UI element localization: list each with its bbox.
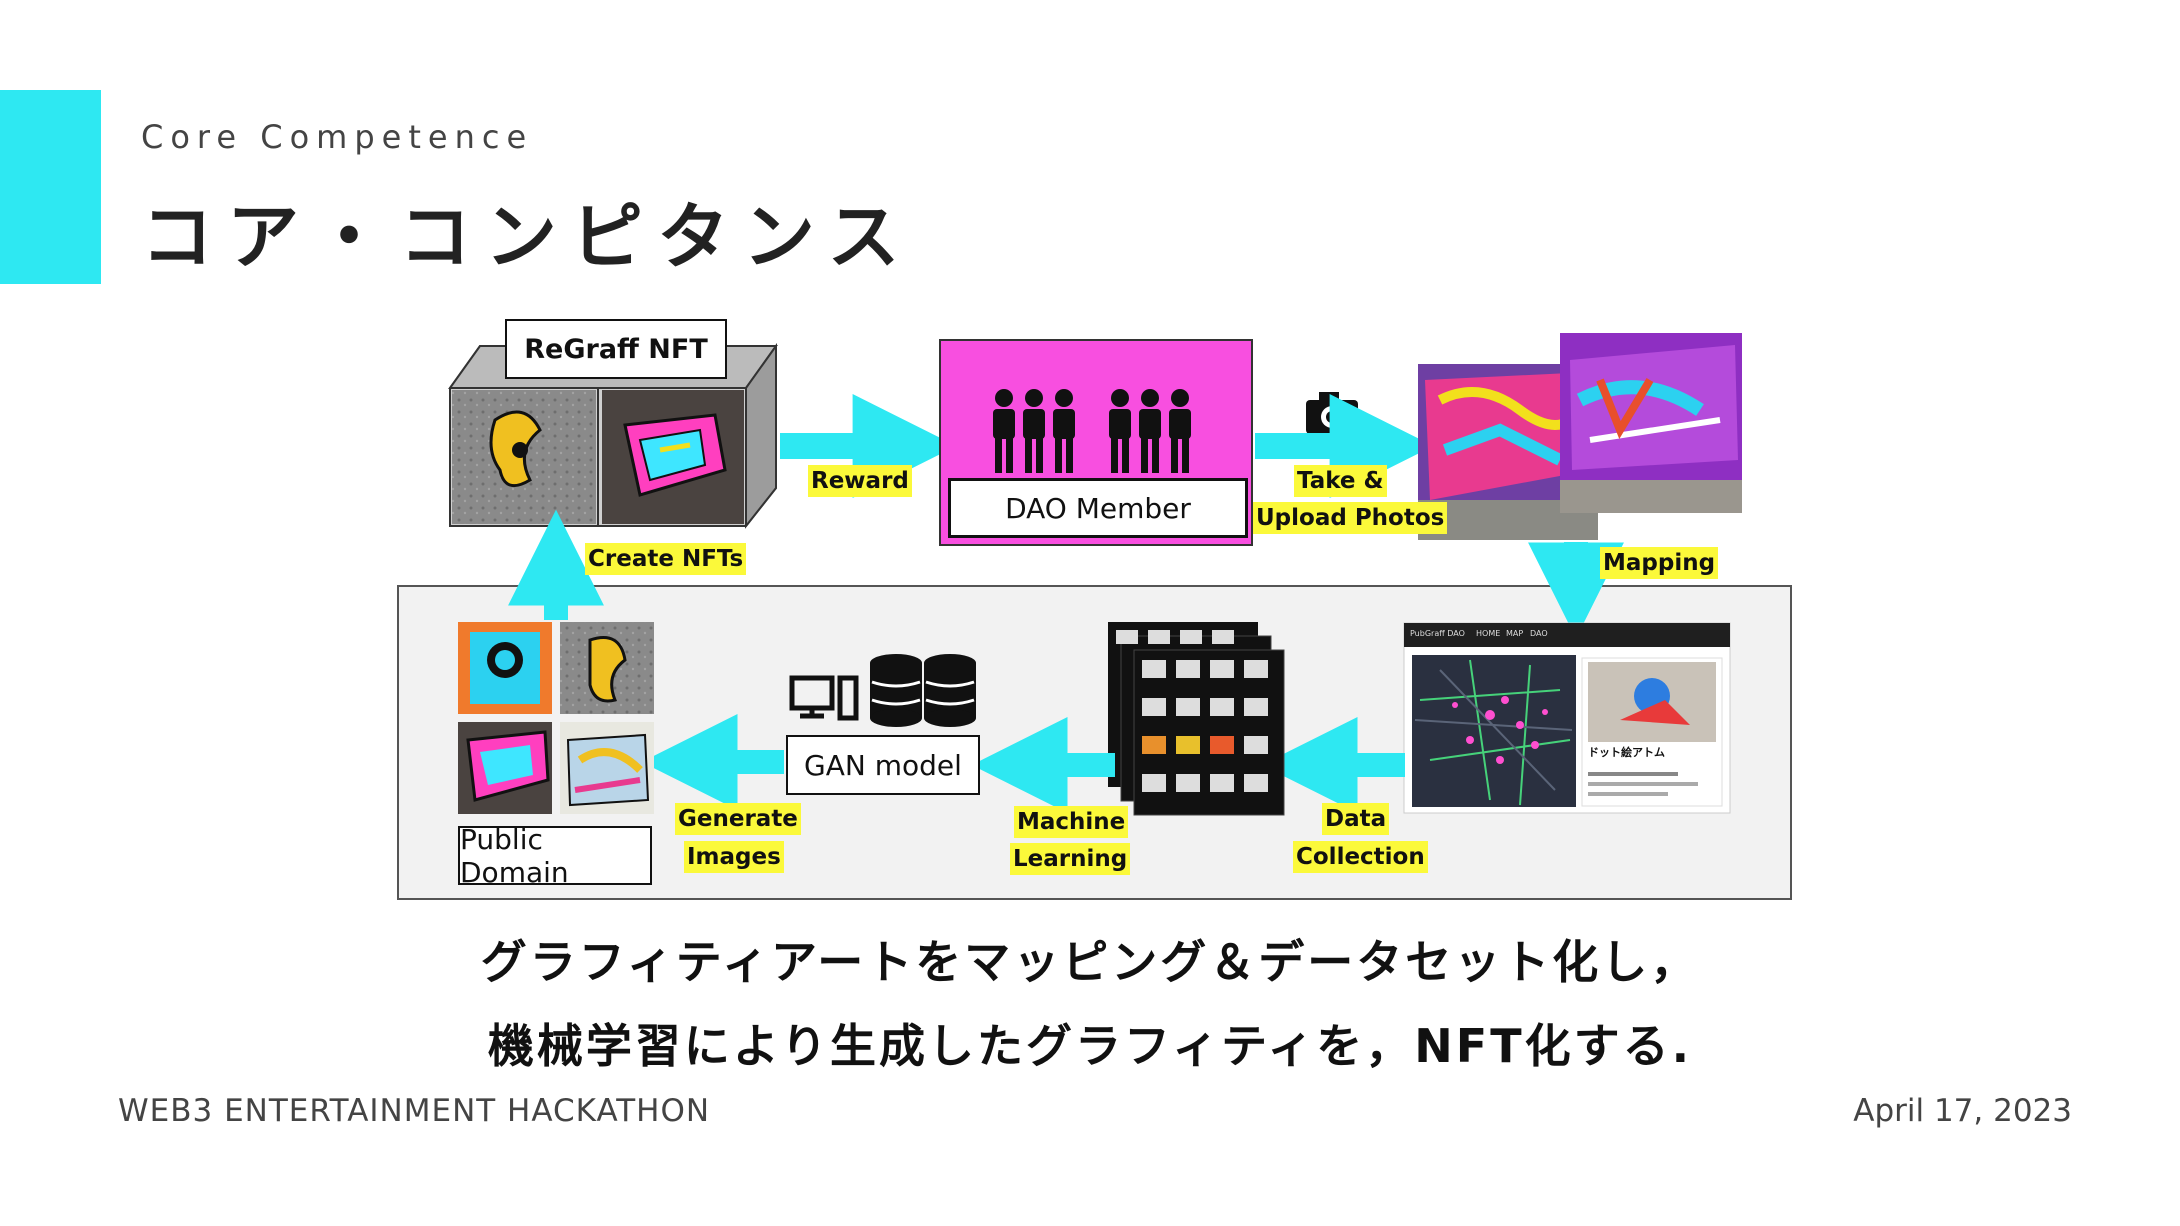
dataset-images bbox=[1108, 622, 1285, 816]
generated-images bbox=[458, 622, 654, 814]
database-icon bbox=[870, 654, 976, 727]
website-nav-map: MAP bbox=[1506, 629, 1524, 638]
dao-member-box: DAO Member bbox=[948, 478, 1248, 538]
website-header: PubGraff DAO HOME MAP DAO bbox=[1404, 623, 1730, 647]
caption-line-1: グラフィティアートをマッピング＆データセット化し， bbox=[480, 935, 1700, 989]
slide-title: コア・コンピタンス bbox=[141, 195, 914, 279]
label-take: Take & bbox=[1294, 465, 1387, 497]
public-domain-box: Public Domain bbox=[458, 823, 652, 889]
people-icon bbox=[993, 389, 1191, 473]
website-screenshot bbox=[1403, 622, 1731, 814]
footer-event: WEB3 ENTERTAINMENT HACKATHON bbox=[118, 1093, 711, 1129]
gan-model-box: GAN model bbox=[786, 735, 980, 795]
slide-subtitle: Core Competence bbox=[141, 118, 534, 156]
label-upload-photos: Upload Photos bbox=[1253, 502, 1448, 534]
label-learning: Learning bbox=[1010, 843, 1131, 875]
label-generate: Generate bbox=[675, 803, 801, 835]
camera-icon bbox=[1306, 392, 1358, 434]
website-card-title: ドット絵アトム bbox=[1588, 746, 1665, 759]
computer-icon bbox=[789, 675, 859, 721]
label-images: Images bbox=[684, 841, 784, 873]
label-machine: Machine bbox=[1014, 806, 1129, 838]
graffiti-photos bbox=[1418, 333, 1742, 540]
label-create-nfts: Create NFTs bbox=[585, 543, 747, 575]
footer-date: April 17, 2023 bbox=[1853, 1093, 2072, 1129]
label-collection: Collection bbox=[1293, 841, 1428, 873]
caption-line-2: 機械学習により生成したグラフィティを，NFT化する. bbox=[487, 1019, 1693, 1073]
website-nav-dao: DAO bbox=[1530, 629, 1548, 638]
label-reward: Reward bbox=[808, 465, 912, 497]
nft-title-box: ReGraff NFT bbox=[505, 319, 727, 379]
label-mapping: Mapping bbox=[1600, 547, 1719, 579]
website-nav-home: HOME bbox=[1476, 629, 1501, 638]
accent-bar bbox=[0, 90, 101, 284]
label-data: Data bbox=[1322, 803, 1390, 835]
website-brand: PubGraff DAO bbox=[1410, 629, 1465, 638]
